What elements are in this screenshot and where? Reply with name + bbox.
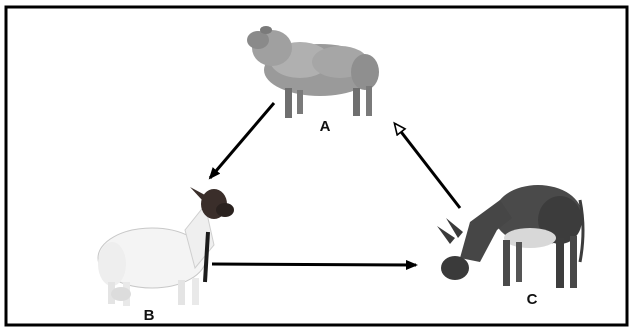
arrow-a-to-b bbox=[208, 102, 276, 180]
sheep-icon bbox=[247, 26, 379, 118]
node-label-a: A bbox=[320, 118, 331, 135]
node-label-c: C bbox=[527, 291, 538, 308]
arrow-b-to-c bbox=[211, 259, 418, 270]
goat-icon bbox=[97, 187, 234, 306]
arrow-c-to-a bbox=[395, 124, 462, 209]
diagram-border bbox=[4, 5, 629, 327]
donkey-icon bbox=[437, 185, 585, 288]
node-label-b: B bbox=[144, 307, 155, 324]
